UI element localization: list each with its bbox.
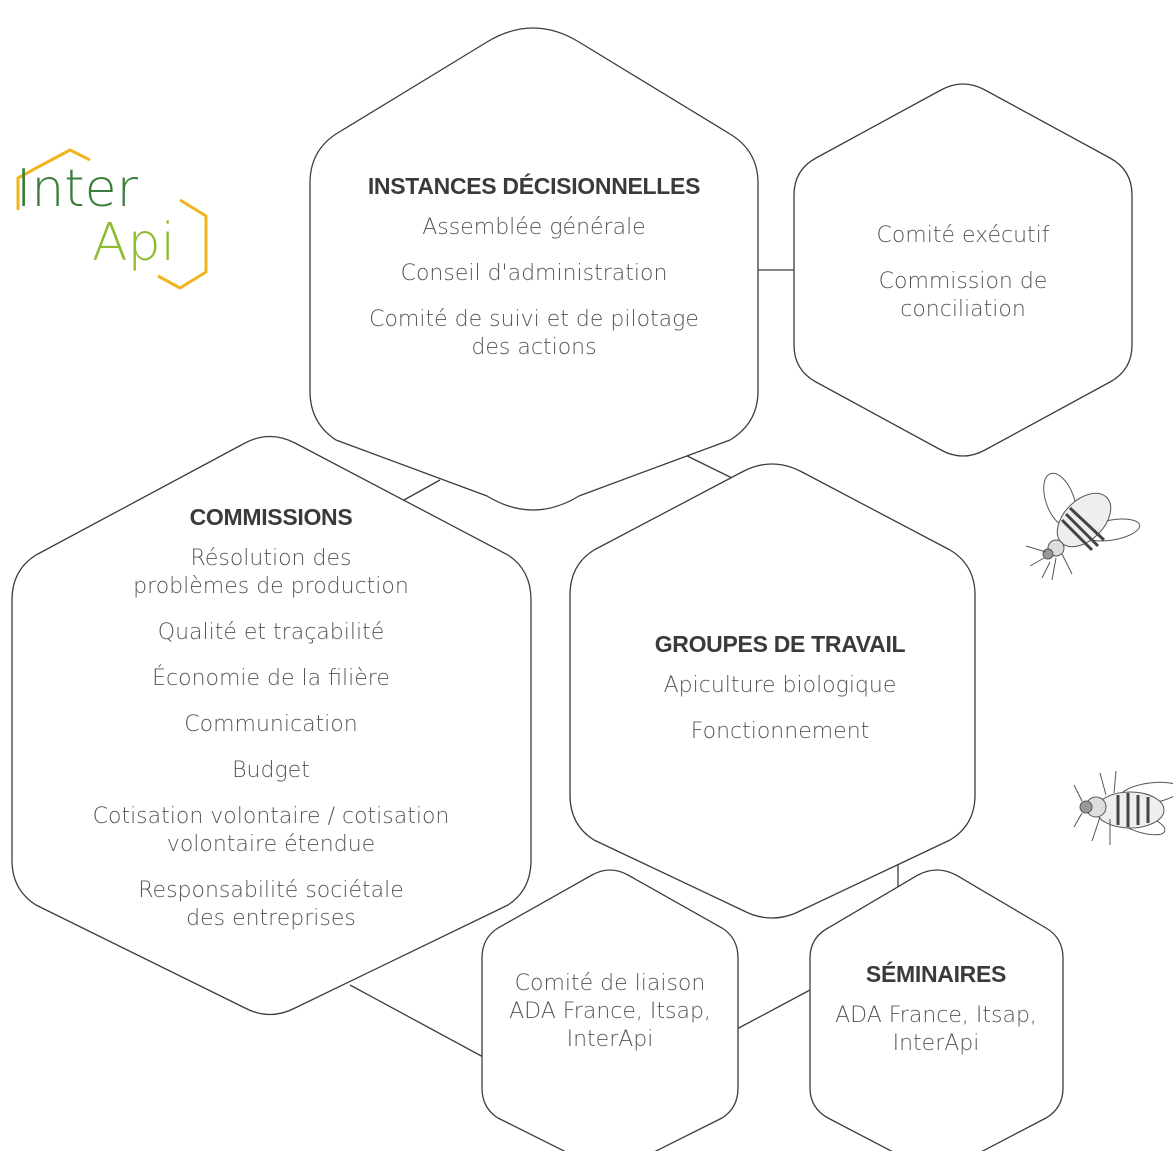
instances-item: Conseil d'administration — [400, 261, 668, 286]
commissions-item: Qualité et traçabilité — [157, 620, 385, 645]
instances-title: INSTANCES DÉCISIONNELLES — [367, 173, 701, 199]
hexagon-commissions — [11, 435, 532, 1016]
groupes-text: GROUPES DE TRAVAIL Apiculture biologique… — [600, 630, 960, 746]
liaison-text: Comité de liaison ADA France, Itsap, Int… — [494, 970, 726, 1054]
instances-item: Comité de suivi et de pilotage des actio… — [369, 307, 699, 360]
hexagon-executif — [793, 83, 1133, 457]
logo-frame-icon: Inter Api — [16, 148, 208, 290]
seminaires-text: SÉMINAIRES ADA France, Itsap, InterApi — [818, 960, 1054, 1058]
commissions-item: Économie de la filière — [152, 666, 390, 691]
connector-commissions-liaison — [349, 984, 486, 1059]
hexagon-liaison — [481, 869, 739, 1151]
instances-text: INSTANCES DÉCISIONNELLES Assemblée génér… — [330, 172, 738, 362]
groupes-item: Fonctionnement — [690, 719, 870, 744]
executif-item: Commission de conciliation — [878, 269, 1048, 322]
seminaires-title: SÉMINAIRES — [865, 961, 1007, 987]
logo-text-api: Api — [92, 213, 175, 273]
commissions-text: COMMISSIONS Résolution des problèmes de … — [40, 503, 502, 933]
commissions-item: Résolution des problèmes de production — [133, 546, 409, 599]
groupes-title: GROUPES DE TRAVAIL — [654, 631, 906, 657]
instances-item: Assemblée générale — [422, 215, 646, 240]
executif-text: Comité exécutif Commission de conciliati… — [840, 222, 1086, 324]
hexagon-seminaires — [809, 869, 1064, 1151]
groupes-item: Apiculture biologique — [663, 673, 897, 698]
bee-illustration-icon — [1025, 472, 1141, 581]
commissions-item: Budget — [232, 758, 310, 783]
seminaires-item: ADA France, Itsap, InterApi — [835, 1003, 1037, 1056]
liaison-item: Comité de liaison ADA France, Itsap, Int… — [509, 971, 711, 1052]
interapi-logo: Inter Api — [8, 140, 218, 300]
hexagon-instances — [309, 27, 759, 511]
commissions-item: Cotisation volontaire / cotisation volon… — [92, 804, 450, 857]
bee-illustration-icon — [1073, 770, 1173, 845]
connector-liaison-seminaires — [734, 989, 811, 1031]
executif-item: Comité exécutif — [876, 223, 1050, 248]
logo-text-inter: Inter — [16, 159, 139, 219]
commissions-item: Responsabilité sociétale des entreprises — [138, 878, 404, 931]
hexagon-groupes — [569, 463, 976, 919]
commissions-title: COMMISSIONS — [189, 504, 353, 530]
commissions-item: Communication — [184, 712, 358, 737]
